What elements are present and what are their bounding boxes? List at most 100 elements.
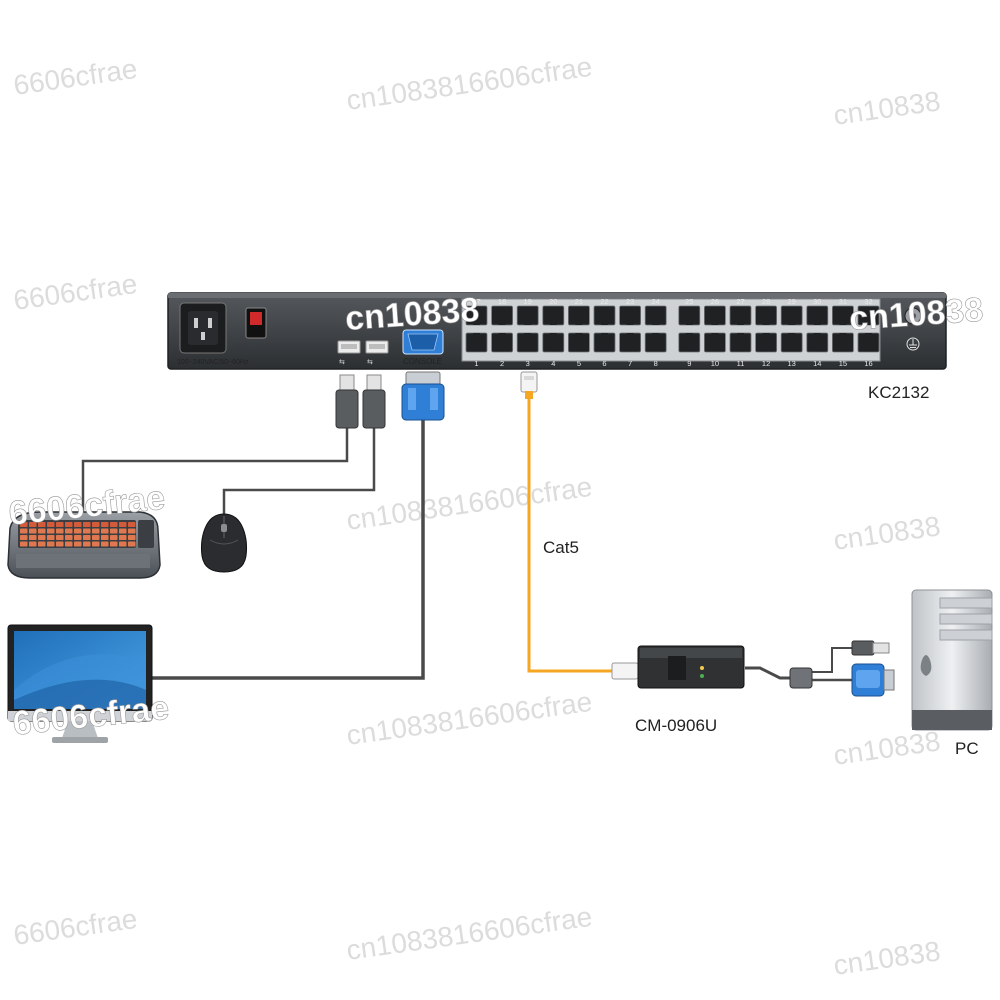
keyboard-key: [38, 528, 46, 534]
keyboard-key: [92, 535, 100, 540]
svg-text:⇆: ⇆: [339, 358, 345, 366]
bottom-port-number: 6: [602, 359, 606, 368]
top-port-number: 30: [813, 297, 821, 306]
keyboard-key: [74, 541, 82, 547]
keyboard-key: [83, 535, 91, 540]
top-port-number: 31: [839, 297, 847, 306]
keyboard-key: [92, 528, 100, 534]
rj45-port-block: [461, 298, 881, 362]
keyboard-key: [128, 535, 136, 540]
bottom-port-number: 2: [500, 359, 504, 368]
vga-plug-icon: [851, 663, 895, 697]
keyboard-key: [56, 522, 64, 527]
rj45-port-icon: [832, 332, 854, 353]
keyboard-key: [38, 541, 46, 547]
device-model-label: KC2132: [868, 383, 929, 402]
keyboard-key: [56, 528, 64, 534]
keyboard-key: [74, 522, 82, 527]
rj45-port-icon: [729, 332, 752, 353]
keyboard-key: [47, 528, 55, 534]
keyboard-key: [47, 541, 55, 547]
bottom-port-number: 7: [628, 359, 632, 368]
watermark: cn1083816606cfrae: [345, 901, 594, 966]
power-inlet-icon: [179, 302, 227, 354]
top-port-number: 20: [549, 297, 557, 306]
keyboard-key: [47, 535, 55, 540]
keyboard-key: [56, 535, 64, 540]
top-port-number: 21: [575, 297, 583, 306]
keyboard-key: [101, 522, 109, 527]
rj45-port-icon: [593, 332, 616, 353]
bottom-port-number: 12: [762, 359, 770, 368]
rj45-port-icon: [491, 332, 514, 353]
keyboard-key: [38, 522, 46, 527]
mouse-cable: [222, 428, 376, 520]
keyboard-key: [83, 528, 91, 534]
rj45-port-icon: [806, 305, 829, 326]
bottom-port-number: 10: [711, 359, 719, 368]
keyboard-key: [119, 541, 127, 547]
bottom-port-number: 3: [526, 359, 530, 368]
bottom-port-number: 4: [551, 359, 555, 368]
keyboard-key: [20, 528, 28, 534]
cables: [81, 398, 852, 682]
rj45-port-icon: [857, 305, 880, 326]
keyboard-key: [119, 522, 127, 527]
usb-port-icon: ⇆: [337, 340, 361, 366]
keyboard-key: [74, 528, 82, 534]
bottom-port-number: 8: [654, 359, 658, 368]
watermark: cn10838: [832, 935, 943, 981]
keyboard-icon: [7, 511, 161, 579]
bottom-port-number: 15: [839, 359, 847, 368]
top-port-number: 19: [524, 297, 532, 306]
power-switch-icon: [245, 307, 267, 339]
rj45-port-icon: [619, 305, 641, 326]
keyboard-key: [20, 522, 28, 527]
keyboard-key: [128, 522, 136, 527]
rj45-plug-icon: [520, 371, 538, 399]
top-port-number: 17: [472, 297, 480, 306]
keyboard-key: [83, 541, 91, 547]
watermark: cn1083816606cfrae: [345, 51, 594, 116]
adapter-usb-lead: [812, 647, 852, 673]
rj45-port-icon: [780, 332, 803, 353]
keyboard-key: [29, 522, 37, 527]
top-port-number: 24: [652, 297, 660, 306]
monitor-icon: [7, 624, 153, 743]
keyboard-key: [110, 528, 118, 534]
vga-monitor-cable: [152, 420, 425, 680]
rj45-port-icon: [542, 305, 565, 326]
top-port-number: 26: [711, 297, 719, 306]
top-port-number: 22: [600, 297, 608, 306]
rj45-port-icon: [491, 305, 514, 326]
rj45-port-icon: [516, 332, 539, 353]
keyboard-key: [119, 528, 127, 534]
ground-icon: [904, 307, 922, 351]
bottom-port-number: 14: [813, 359, 821, 368]
rj45-port-icon: [755, 305, 777, 326]
bottom-port-number: 16: [864, 359, 872, 368]
rj45-port-icon: [593, 305, 616, 326]
vga-console-port-icon: [402, 329, 444, 355]
keyboard-key: [65, 535, 73, 540]
keyboard-key: [101, 528, 109, 534]
keyboard-key: [56, 541, 64, 547]
watermark: 6606cfrae: [12, 268, 140, 316]
keyboard-key: [110, 522, 118, 527]
keyboard-cable: [81, 428, 349, 520]
rj45-port-icon: [704, 332, 726, 353]
watermark: cn10838: [848, 291, 985, 338]
keyboard-key: [119, 535, 127, 540]
keyboard-key: [20, 535, 28, 540]
bottom-port-number: 1: [474, 359, 478, 368]
pc-tower-icon: [911, 589, 993, 731]
vga-plug-icon: [401, 371, 445, 421]
rj45-port-icon: [542, 332, 565, 353]
top-port-number: 18: [498, 297, 506, 306]
cm-adapter-icon: [611, 645, 813, 689]
keyboard-key: [47, 522, 55, 527]
top-port-number: 28: [762, 297, 770, 306]
